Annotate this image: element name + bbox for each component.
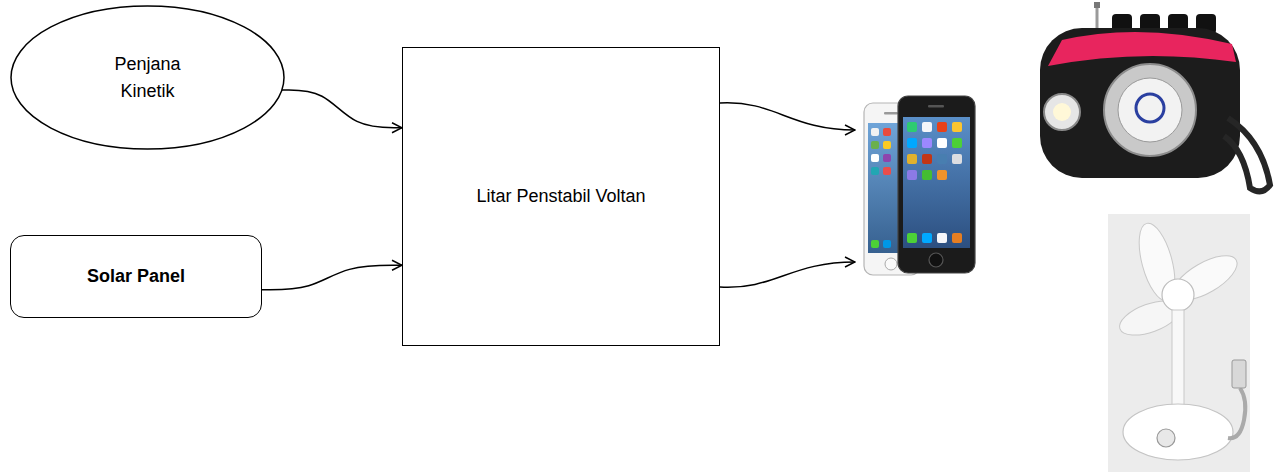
app-icon	[883, 167, 891, 175]
node-label: Litar Penstabil Voltan	[476, 183, 645, 209]
app-icon	[952, 233, 962, 243]
flow-arrow	[282, 90, 402, 128]
speaker-face	[1118, 78, 1182, 142]
app-icon	[952, 122, 962, 132]
app-icon	[952, 154, 962, 164]
fan-base	[1123, 404, 1233, 460]
speaker-slot	[928, 105, 944, 108]
torch-lens	[1044, 94, 1080, 130]
antenna-tip	[1094, 2, 1100, 8]
torch-bulb	[1053, 103, 1071, 121]
photo-ground	[1108, 214, 1250, 472]
app-icon	[871, 240, 879, 248]
usb-fan	[1108, 214, 1250, 472]
logo	[1136, 94, 1164, 122]
output-arrow	[720, 103, 855, 130]
app-icon	[871, 154, 879, 162]
app-icon	[937, 154, 947, 164]
app-icon	[922, 138, 932, 148]
radio-band	[1048, 32, 1236, 66]
flow-arrow	[262, 265, 402, 290]
app-icon	[922, 233, 932, 243]
app-icon	[907, 154, 917, 164]
app-icon	[907, 138, 917, 148]
regulator-box: Litar Penstabil Voltan	[402, 47, 720, 346]
app-icon	[937, 233, 947, 243]
speaker-slot	[884, 112, 898, 115]
app-icon	[883, 240, 891, 248]
radio-body	[1040, 28, 1240, 178]
radio	[1040, 2, 1270, 191]
ellipse-shape	[11, 6, 284, 149]
black-phone	[898, 96, 975, 273]
usb-plug	[1232, 360, 1246, 388]
app-icon	[922, 122, 932, 132]
app-icon	[922, 170, 932, 180]
speaker-ring	[1104, 64, 1196, 156]
home-button	[885, 258, 897, 270]
app-icon	[871, 141, 879, 149]
app-icon	[952, 138, 962, 148]
node-label: Solar Panel	[87, 263, 185, 289]
app-icon	[883, 154, 891, 162]
app-icons	[907, 122, 962, 243]
home-button	[929, 253, 943, 267]
source-box: Solar Panel	[10, 235, 262, 318]
app-icon	[871, 167, 879, 175]
ellipse-outline	[10, 5, 285, 150]
output-arrow	[720, 262, 855, 287]
app-icon	[937, 170, 947, 180]
app-icon	[937, 122, 947, 132]
fan-hub	[1162, 279, 1194, 311]
usb-cable	[1228, 388, 1245, 438]
phone-body	[898, 96, 975, 273]
app-icon	[907, 122, 917, 132]
generator-ellipse: Penjana Kinetik	[10, 5, 285, 150]
fan-switch	[1157, 429, 1175, 447]
app-icon	[883, 128, 891, 136]
phone-screen	[903, 117, 970, 248]
node-label: Penjana Kinetik	[98, 51, 198, 103]
app-icon	[883, 141, 891, 149]
app-icon	[922, 154, 932, 164]
app-icon	[937, 138, 947, 148]
app-icon	[907, 233, 917, 243]
app-icon	[907, 170, 917, 180]
wrist-strap	[1224, 118, 1270, 191]
app-icons	[871, 128, 891, 248]
app-icon	[871, 128, 879, 136]
